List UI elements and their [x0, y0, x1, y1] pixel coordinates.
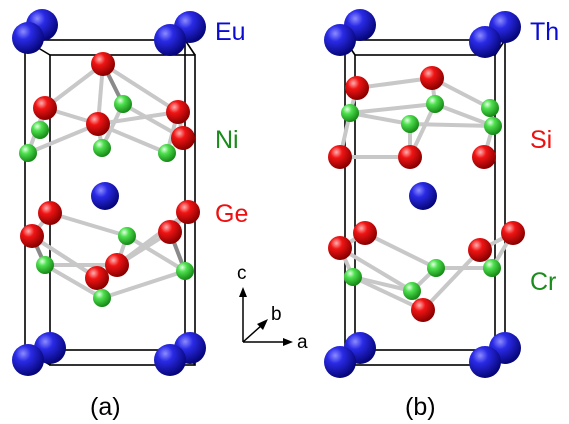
- bonds-lower-b: [338, 231, 515, 312]
- si-atom: [420, 66, 444, 90]
- si-atom: [345, 76, 369, 100]
- si-atom: [328, 236, 352, 260]
- panel-b: Th Si Cr (b): [324, 9, 559, 421]
- atoms-b: [324, 9, 525, 378]
- label-cr: Cr: [530, 268, 556, 296]
- ni-atom: [19, 144, 37, 162]
- cr-atom: [484, 117, 502, 135]
- caption-a: (a): [90, 393, 121, 421]
- ge-atom: [91, 52, 115, 76]
- ge-atom: [33, 96, 57, 120]
- caption-b: (b): [405, 393, 436, 421]
- axes-indicator: c b a: [237, 263, 308, 353]
- ge-atom: [38, 201, 62, 225]
- eu-atom: [154, 344, 186, 376]
- si-atom: [472, 145, 496, 169]
- ge-atom: [171, 126, 195, 150]
- eu-atom: [12, 344, 44, 376]
- cr-atom: [403, 282, 421, 300]
- ni-atom: [118, 227, 136, 245]
- si-atom: [353, 221, 377, 245]
- ge-atom: [158, 220, 182, 244]
- label-eu: Eu: [215, 18, 246, 46]
- axis-label-a: a: [297, 332, 308, 353]
- ni-atom: [93, 139, 111, 157]
- eu-atom-center: [91, 182, 119, 210]
- si-atom: [501, 221, 525, 245]
- ni-atom: [93, 289, 111, 307]
- th-atom: [469, 26, 501, 58]
- eu-atom: [154, 24, 186, 56]
- si-atom: [328, 145, 352, 169]
- cr-atom: [426, 95, 444, 113]
- th-atom: [324, 24, 356, 56]
- cr-atom: [344, 268, 362, 286]
- cr-atom: [401, 115, 419, 133]
- th-atom: [324, 346, 356, 378]
- ni-atom: [158, 144, 176, 162]
- cr-atom: [483, 259, 501, 277]
- th-atom-center: [409, 182, 437, 210]
- axis-label-c: c: [237, 263, 247, 284]
- label-ge: Ge: [215, 200, 248, 228]
- si-atom: [411, 298, 435, 322]
- ni-atom: [36, 256, 54, 274]
- label-ni: Ni: [215, 126, 239, 154]
- ge-atom: [176, 200, 200, 224]
- panel-a: Eu Ni Ge (a): [12, 9, 248, 421]
- th-atom: [469, 346, 501, 378]
- ge-atom: [85, 266, 109, 290]
- label-si: Si: [530, 126, 552, 154]
- ni-atom: [31, 121, 49, 139]
- atoms-a: [12, 9, 206, 376]
- ni-atom: [114, 95, 132, 113]
- cr-atom: [427, 259, 445, 277]
- si-atom: [398, 145, 422, 169]
- ge-atom: [166, 100, 190, 124]
- si-atom: [468, 238, 492, 262]
- cr-atom: [481, 99, 499, 117]
- ni-atom: [176, 262, 194, 280]
- axis-label-b: b: [271, 304, 282, 325]
- ge-atom: [105, 253, 129, 277]
- ge-atom: [20, 224, 44, 248]
- eu-atom: [12, 22, 44, 54]
- cr-atom: [341, 104, 359, 122]
- ge-atom: [86, 112, 110, 136]
- label-th: Th: [530, 18, 559, 46]
